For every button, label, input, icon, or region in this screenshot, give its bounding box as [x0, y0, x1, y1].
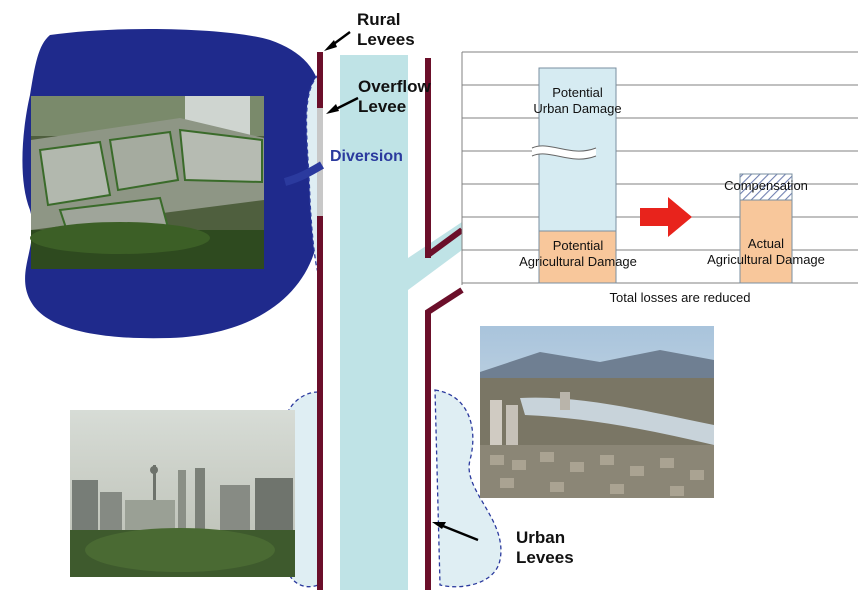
overflow-levee-arrowhead	[326, 104, 339, 114]
rural-levees-label: Rural Levees	[357, 10, 415, 49]
rural-levees-label-line1: Rural	[357, 10, 401, 29]
chart-caption: Total losses are reduced	[609, 290, 751, 305]
potential-agricultural-damage-line1: Potential	[552, 238, 604, 253]
compensation-label: Compensation	[724, 178, 808, 193]
potential-urban-damage-line2: Urban Damage	[533, 101, 622, 117]
actual-agricultural-damage-line2: Agricultural Damage	[707, 252, 825, 268]
urban-levees-label-line2: Levees	[516, 547, 574, 567]
rural-levee-left	[317, 52, 323, 590]
diversion-flow-arrow	[283, 161, 325, 186]
actual-agricultural-damage-bar	[739, 199, 793, 284]
urban-levees-label-line1: Urban	[516, 528, 566, 547]
potential-agricultural-damage-bar	[538, 230, 617, 284]
river-channel	[340, 55, 408, 590]
potential-agricultural-damage-line2: Agricultural Damage	[519, 254, 637, 270]
rural-levees-label-line2: Levees	[357, 29, 415, 49]
urban-levees-arrowhead	[432, 522, 446, 529]
overflow-levee-label-line2: Levee	[358, 96, 407, 116]
city-river-photo	[480, 326, 714, 498]
levee-branch	[426, 227, 464, 258]
actual-agricultural-damage-line1: Actual	[747, 236, 785, 251]
potential-urban-damage-label: Potential Urban Damage	[520, 85, 635, 118]
overflow-levee-label-line1: Overflow	[358, 77, 431, 96]
reduction-arrow-icon	[640, 197, 692, 237]
axis-break-mark	[532, 145, 596, 160]
actual-agricultural-damage-label: Actual Agricultural Damage	[682, 236, 850, 269]
urban-levees-label: Urban Levees	[516, 528, 574, 567]
diversion-label: Diversion	[330, 148, 403, 165]
damage-chart	[461, 51, 858, 285]
city-skyline-photo	[70, 410, 295, 577]
compensation-bar	[739, 173, 793, 201]
urban-levee-right	[425, 287, 464, 590]
rural-levees-arrowhead	[324, 40, 337, 51]
potential-agricultural-damage-label: Potential Agricultural Damage	[478, 238, 678, 271]
overflow-levee-label: Overflow Levee	[358, 77, 431, 116]
rural-levee-right	[425, 58, 431, 258]
urban-area-right-dashed	[434, 389, 502, 588]
potential-urban-damage-line1: Potential	[552, 85, 603, 100]
paddy-fields-photo	[30, 96, 264, 269]
diversion-channel	[408, 222, 462, 290]
